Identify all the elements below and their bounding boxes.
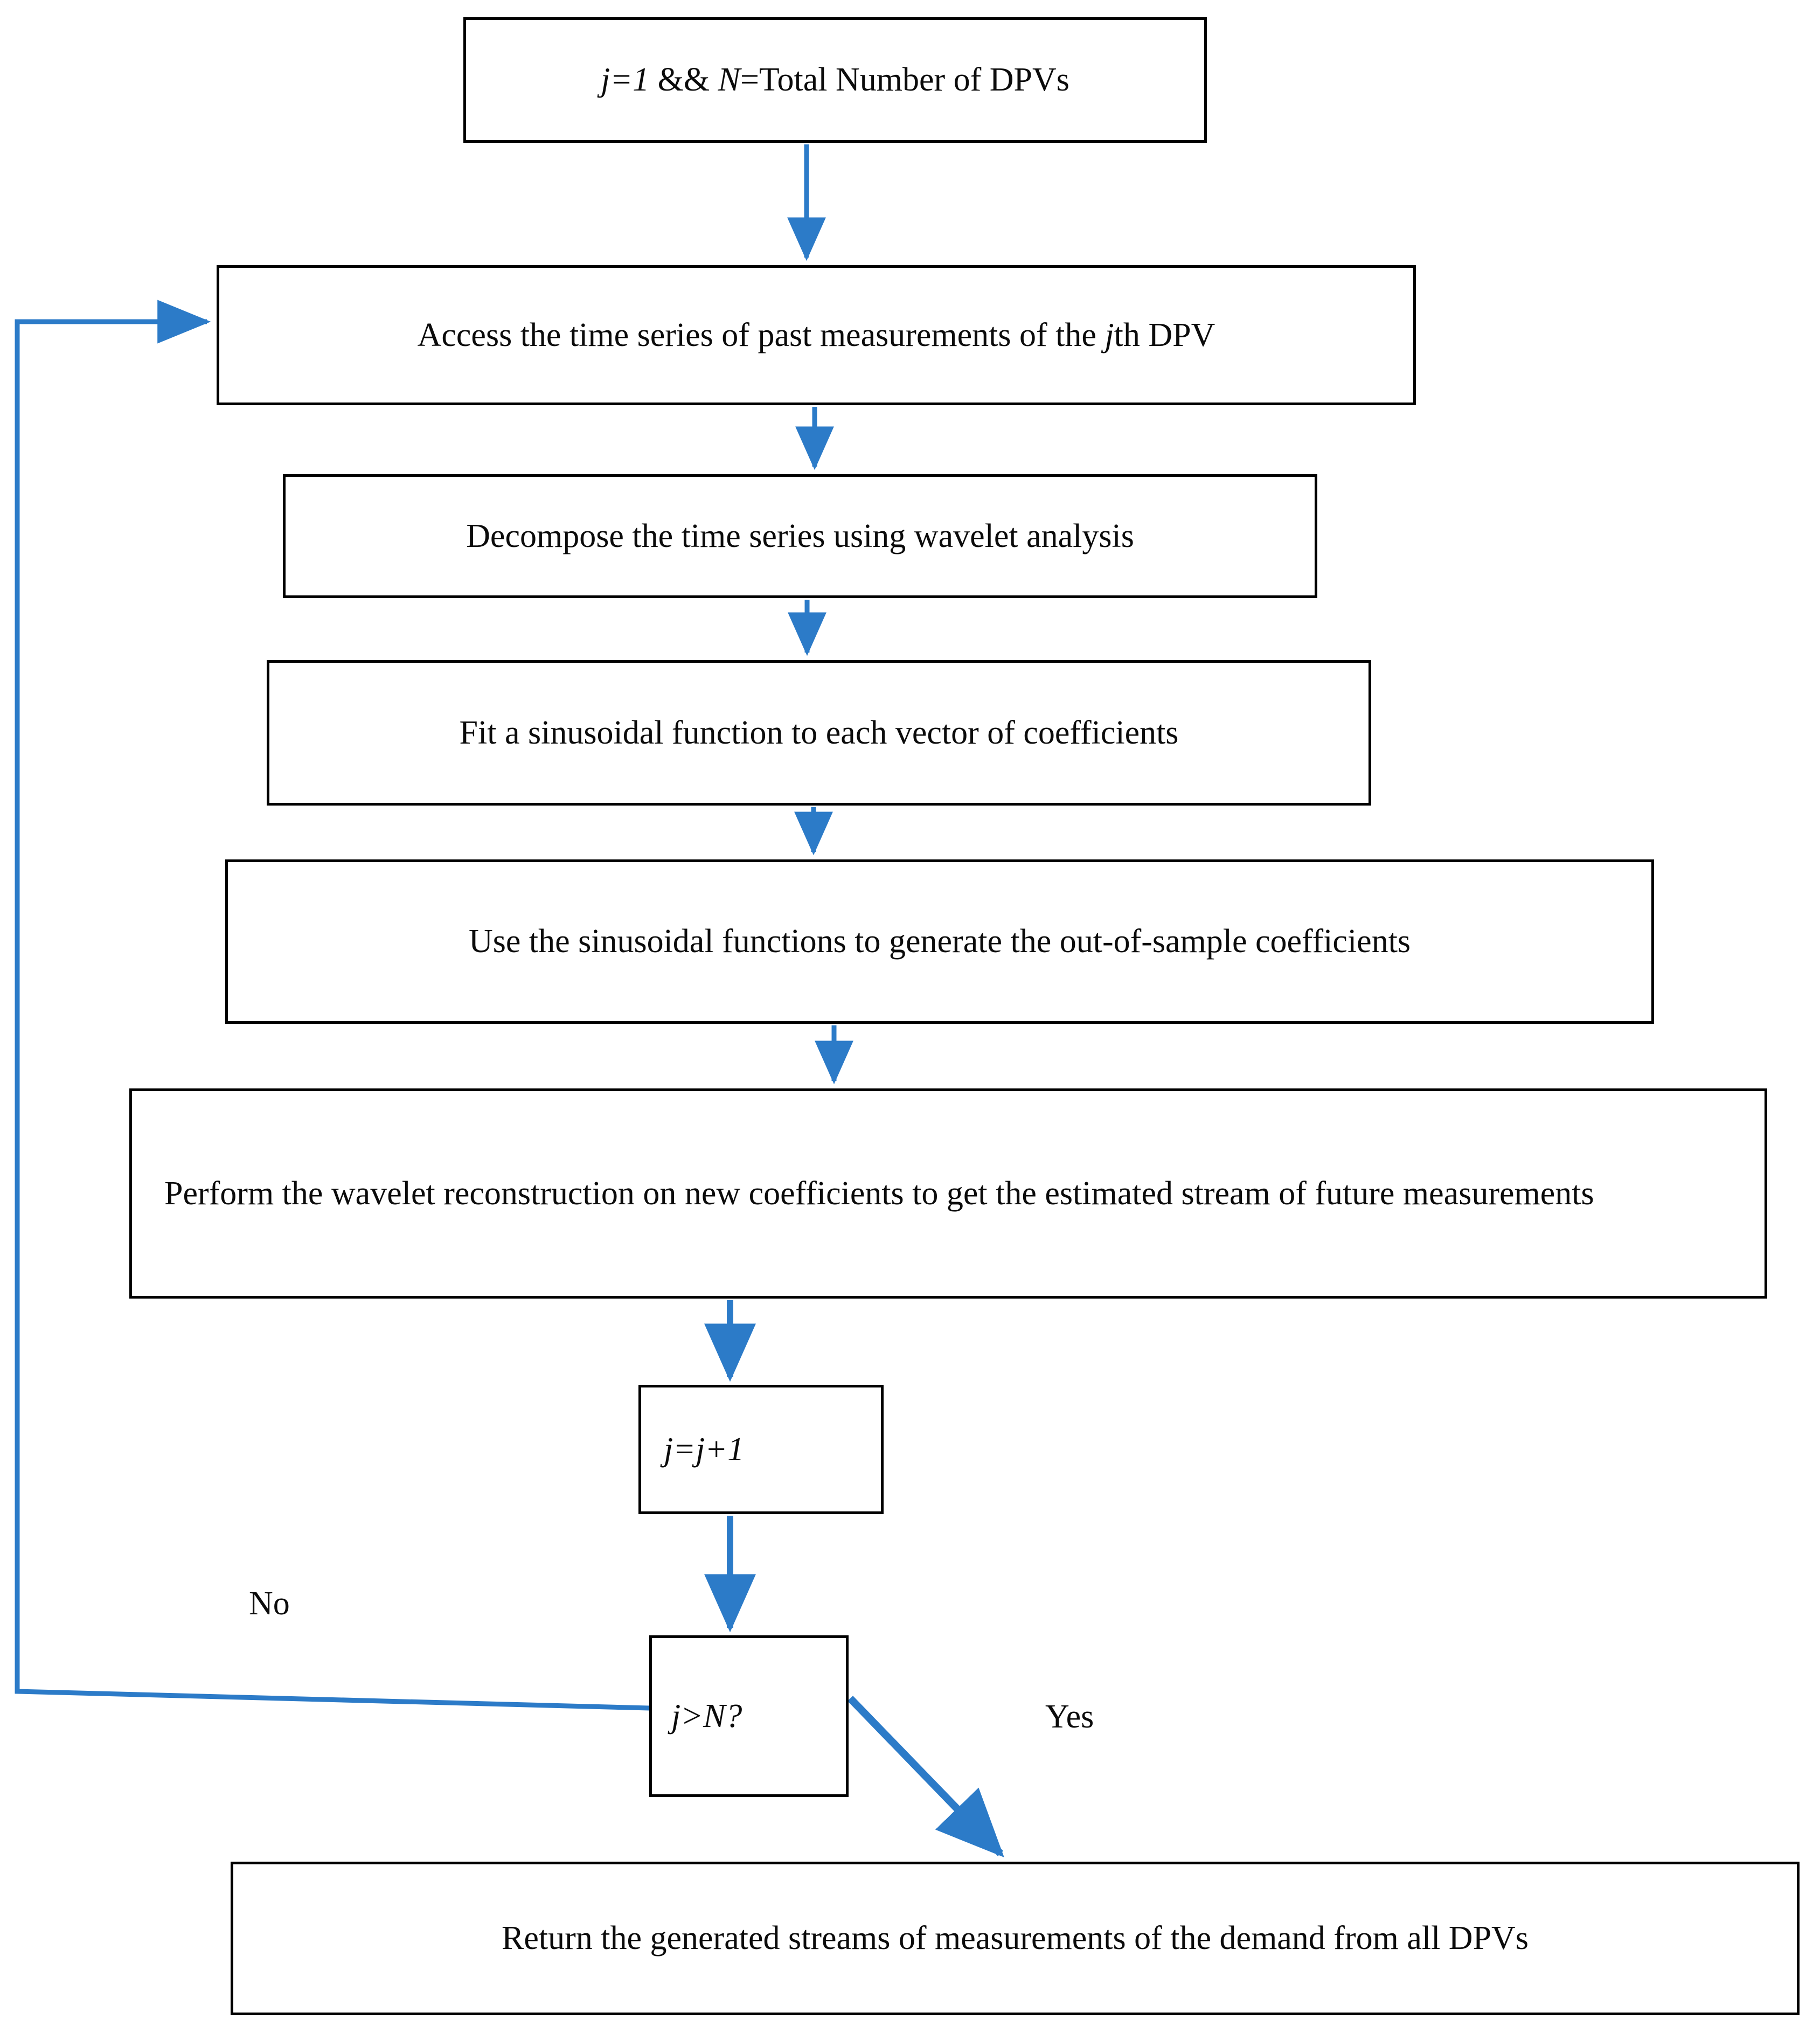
node-increment-text: j=j+1 [664, 1431, 745, 1468]
connector-decision-yes-to-return [847, 1696, 1004, 1858]
node-init-j-equals-1: j=1 && N=Total Number of DPVs [463, 17, 1207, 143]
node-init-text: j=1 && N=Total Number of DPVs [601, 61, 1069, 99]
node-increment-j: j=j+1 [638, 1385, 884, 1514]
node-generate-text: Use the sinusoidal functions to generate… [468, 923, 1411, 960]
edge-label-yes: Yes [1045, 1698, 1094, 1735]
node-access-text: Access the time series of past measureme… [417, 316, 1215, 353]
node-fit-sinusoidal: Fit a sinusoidal function to each vector… [267, 660, 1371, 806]
node-return-text: Return the generated streams of measurem… [502, 1920, 1529, 1957]
node-decision-j-greater-n: j>N? [649, 1635, 849, 1797]
edge-label-no: No [249, 1585, 290, 1622]
node-decompose-wavelet: Decompose the time series using wavelet … [283, 474, 1317, 598]
node-generate-coefficients: Use the sinusoidal functions to generate… [225, 859, 1654, 1024]
node-return-streams: Return the generated streams of measurem… [231, 1862, 1800, 2015]
node-access-time-series: Access the time series of past measureme… [217, 265, 1416, 405]
node-fit-text: Fit a sinusoidal function to each vector… [459, 714, 1179, 751]
node-wavelet-reconstruction: Perform the wavelet reconstruction on ne… [129, 1088, 1767, 1299]
node-decision-text: j>N? [671, 1697, 742, 1734]
node-reconstruct-text: Perform the wavelet reconstruction on ne… [164, 1175, 1594, 1212]
node-decompose-text: Decompose the time series using wavelet … [466, 517, 1134, 554]
